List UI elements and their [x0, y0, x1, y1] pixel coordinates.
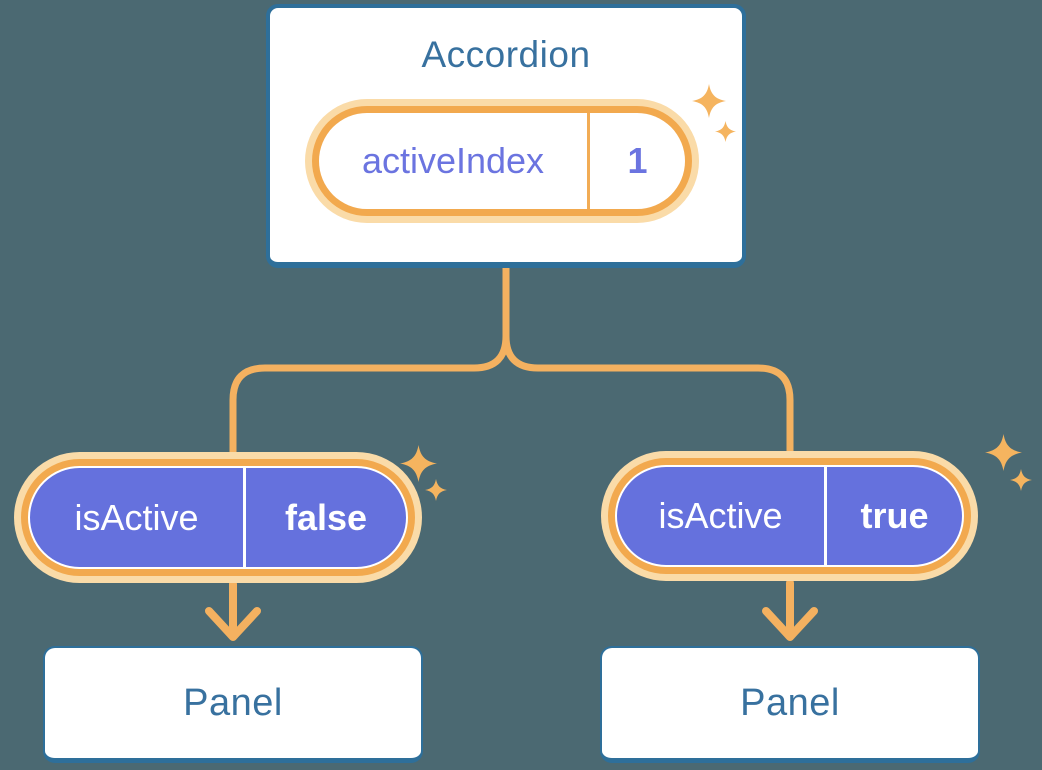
prop-pill-ring: isActive true: [608, 458, 971, 574]
prop-value-label: true: [860, 495, 929, 536]
pill-divider: [824, 467, 827, 565]
sparkle-icon: [425, 479, 447, 501]
state-name-label: activeIndex: [361, 140, 545, 181]
panel-node-right: Panel: [600, 646, 980, 763]
prop-pill-body: isActive true: [615, 465, 964, 567]
prop-name-label: isActive: [74, 496, 199, 538]
state-pill-body: activeIndex 1: [319, 113, 685, 209]
branch-right-line: [502, 264, 794, 458]
sparkle-icon: [715, 121, 736, 142]
branch-left-line: [229, 264, 510, 458]
arrow-right-head: [762, 607, 818, 641]
sparkle-icon: [1010, 469, 1032, 491]
state-value-label: 1: [627, 140, 648, 181]
accordion-title: Accordion: [421, 34, 591, 75]
prop-pill-isactive-true: isActive true: [601, 451, 978, 581]
prop-value-label: false: [284, 496, 368, 538]
panel-node-left: Panel: [43, 646, 423, 763]
sparkle-icon: [692, 84, 726, 118]
pill-divider: [587, 113, 590, 209]
panel-label: Panel: [740, 681, 840, 724]
prop-name-label: isActive: [658, 495, 783, 536]
arrow-left-head: [205, 607, 261, 641]
pill-divider: [243, 468, 246, 567]
prop-pill-ring: isActive false: [21, 459, 415, 576]
sparkle-icon: [400, 445, 437, 482]
state-pill-ring: activeIndex 1: [312, 106, 692, 216]
sparkle-icon: [985, 434, 1022, 471]
prop-pill-body: isActive false: [28, 466, 408, 569]
state-pill-activeindex: activeIndex 1: [305, 99, 699, 223]
prop-pill-isactive-false: isActive false: [14, 452, 422, 583]
panel-label: Panel: [183, 681, 283, 724]
